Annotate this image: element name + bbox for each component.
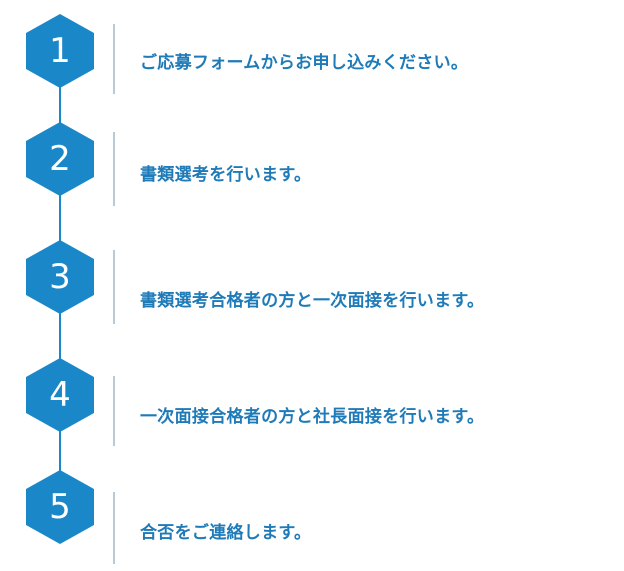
hexagon-icon [26, 14, 94, 88]
step-2-number: 2 [49, 139, 71, 179]
hexagon-icon [26, 240, 94, 314]
step-4-number: 4 [49, 375, 71, 415]
step-5-number: 5 [49, 487, 71, 527]
step-1-number: 1 [49, 31, 71, 71]
step-5-text: 合否をご連絡します。 [140, 523, 312, 543]
step-2-text: 書類選考を行います。 [140, 165, 312, 185]
step-5-divider [113, 492, 115, 564]
step-1-text: ご応募フォームからお申し込みください。 [140, 53, 469, 73]
step-2: 2 書類選考を行います。 [0, 118, 624, 218]
step-1: 1 ご応募フォームからお申し込みください。 [0, 10, 624, 110]
step-3-text: 書類選考合格者の方と一次面接を行います。 [140, 291, 485, 311]
step-4-divider [113, 376, 115, 446]
step-1-hexagon: 1 [21, 12, 99, 90]
step-4-text: 一次面接合格者の方と社長面接を行います。 [140, 407, 485, 427]
hexagon-icon [26, 358, 94, 432]
step-3-divider [113, 250, 115, 324]
step-3: 3 書類選考合格者の方と一次面接を行います。 [0, 236, 624, 336]
step-3-number: 3 [49, 257, 71, 297]
step-2-hexagon: 2 [21, 120, 99, 198]
hexagon-icon [26, 122, 94, 196]
step-5: 5 合否をご連絡します。 [0, 466, 624, 566]
step-4-hexagon: 4 [21, 356, 99, 434]
step-5-hexagon: 5 [21, 468, 99, 546]
hexagon-icon [26, 470, 94, 544]
step-2-divider [113, 132, 115, 206]
step-4: 4 一次面接合格者の方と社長面接を行います。 [0, 354, 624, 454]
step-3-hexagon: 3 [21, 238, 99, 316]
step-1-divider [113, 24, 115, 94]
